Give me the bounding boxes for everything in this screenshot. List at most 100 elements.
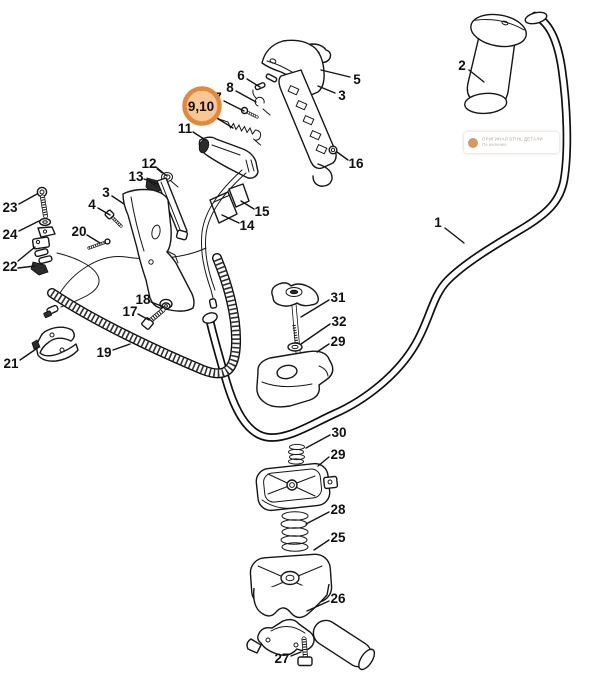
part-callout-32[interactable]: 32 (300, 314, 347, 345)
part-callout-2[interactable]: 2 (458, 58, 485, 83)
part-callout-23[interactable]: 23 (2, 193, 38, 215)
part-number-2[interactable]: 2 (458, 58, 466, 73)
leader-line-1 (444, 227, 465, 244)
housing-hook (312, 163, 333, 187)
part-number-6[interactable]: 6 (237, 68, 245, 83)
wing-screw-31-knob (271, 282, 320, 307)
part-callout-22[interactable]: 22 (2, 246, 36, 274)
part-callout-29-upper[interactable]: 29 (316, 334, 346, 353)
part-callout-12[interactable]: 12 (141, 156, 168, 177)
part-number-22[interactable]: 22 (2, 259, 17, 274)
part-callout-29-lower[interactable]: 29 (317, 447, 346, 467)
part-callout-20[interactable]: 20 (71, 224, 101, 244)
part-callout-16[interactable]: 16 (336, 151, 364, 171)
part-number-29-lower[interactable]: 29 (330, 447, 345, 462)
part-number-29-upper[interactable]: 29 (330, 334, 345, 349)
part-number-9-10[interactable]: 9,10 (188, 99, 214, 114)
part-number-8[interactable]: 8 (226, 80, 234, 95)
part-number-5[interactable]: 5 (353, 72, 361, 87)
part-number-25[interactable]: 25 (330, 530, 346, 545)
part-number-28[interactable]: 28 (330, 502, 346, 517)
leader-line-25 (313, 539, 330, 551)
bolt-27-head (297, 656, 313, 667)
part-number-30[interactable]: 30 (331, 425, 346, 440)
leader-line-27 (290, 651, 302, 657)
leader-line-19 (112, 343, 131, 351)
highlight-ring[interactable] (182, 86, 222, 126)
part-number-17[interactable]: 17 (122, 304, 137, 319)
leader-line-24 (18, 220, 40, 232)
part-number-24[interactable]: 24 (2, 227, 18, 242)
part-callout-1[interactable]: 1 (434, 215, 465, 244)
left-small-parts (30, 186, 111, 362)
washer-32 (287, 342, 303, 352)
part-number-1[interactable]: 1 (434, 215, 442, 230)
part-number-18[interactable]: 18 (135, 292, 151, 307)
part-callout-5[interactable]: 5 (320, 69, 361, 87)
part-number-11[interactable]: 11 (178, 121, 193, 136)
part-number-31[interactable]: 31 (330, 290, 346, 305)
washer-24 (38, 217, 52, 227)
part-callout-3-top[interactable]: 3 (317, 85, 346, 103)
part-callout-11[interactable]: 11 (178, 121, 205, 140)
part-callout-4[interactable]: 4 (88, 197, 111, 216)
leader-line-29-upper (316, 343, 330, 353)
part-callout-14[interactable]: 14 (221, 214, 255, 233)
part-number-14[interactable]: 14 (239, 218, 255, 233)
part-number-20[interactable]: 20 (71, 224, 86, 239)
part-callout-24[interactable]: 24 (2, 220, 40, 242)
part-number-15[interactable]: 15 (254, 204, 270, 219)
throttle-blade (156, 177, 188, 236)
part-callout-21[interactable]: 21 (3, 346, 40, 371)
part-number-23[interactable]: 23 (2, 200, 18, 215)
part-number-27[interactable]: 27 (274, 651, 289, 666)
part-callout-13[interactable]: 13 (128, 169, 159, 185)
leader-line-22 (17, 265, 36, 269)
bolt-17-head (141, 317, 154, 330)
part-callout-19[interactable]: 19 (96, 343, 131, 360)
part-number-26[interactable]: 26 (330, 591, 346, 606)
leader-line-17 (137, 313, 150, 321)
nut-16 (328, 145, 338, 155)
part-callout-18[interactable]: 18 (135, 292, 165, 308)
part-number-3-top[interactable]: 3 (338, 88, 346, 103)
part-callout-6[interactable]: 6 (237, 68, 261, 88)
leader-line-6 (246, 78, 261, 88)
handlebar-tube (202, 11, 572, 442)
part-callout-3-left[interactable]: 3 (102, 185, 125, 205)
part-number-19[interactable]: 19 (96, 345, 111, 360)
leader-line-2 (468, 69, 485, 83)
part-number-32[interactable]: 32 (331, 314, 346, 329)
throttle-housing-top (261, 39, 338, 187)
part-callout-31[interactable]: 31 (300, 290, 346, 318)
leader-line-5 (320, 69, 351, 78)
part-callout-30[interactable]: 30 (305, 425, 347, 449)
leader-line-23 (18, 193, 38, 205)
leader-line-11 (192, 131, 205, 140)
leader-line-21 (19, 346, 40, 361)
leader-line-13 (143, 178, 159, 185)
leader-line-3-left (111, 195, 125, 205)
leader-line-7 (223, 100, 245, 112)
highlighted-callout-9-10[interactable]: 9,10 (182, 86, 234, 129)
part-number-3-left[interactable]: 3 (102, 185, 110, 200)
leader-line-20 (86, 234, 101, 244)
part-callout-26[interactable]: 26 (306, 591, 346, 612)
bracket-22-plate (31, 236, 51, 250)
part-number-4[interactable]: 4 (88, 197, 96, 212)
part-number-12[interactable]: 12 (141, 156, 156, 171)
plate-15 (228, 183, 250, 208)
clamp-21 (36, 326, 79, 362)
part-callout-25[interactable]: 25 (313, 530, 346, 551)
part-callout-27[interactable]: 27 (274, 651, 302, 666)
part-callout-8[interactable]: 8 (226, 80, 257, 103)
clamp-25 (249, 553, 333, 619)
part-number-16[interactable]: 16 (348, 156, 364, 171)
part-callout-15[interactable]: 15 (240, 200, 270, 219)
leader-line-28 (305, 511, 330, 525)
part-callout-17[interactable]: 17 (122, 304, 150, 321)
part-callout-28[interactable]: 28 (305, 502, 346, 525)
part-number-13[interactable]: 13 (128, 169, 144, 184)
cap-29-upper (256, 350, 334, 408)
part-number-21[interactable]: 21 (3, 356, 19, 371)
